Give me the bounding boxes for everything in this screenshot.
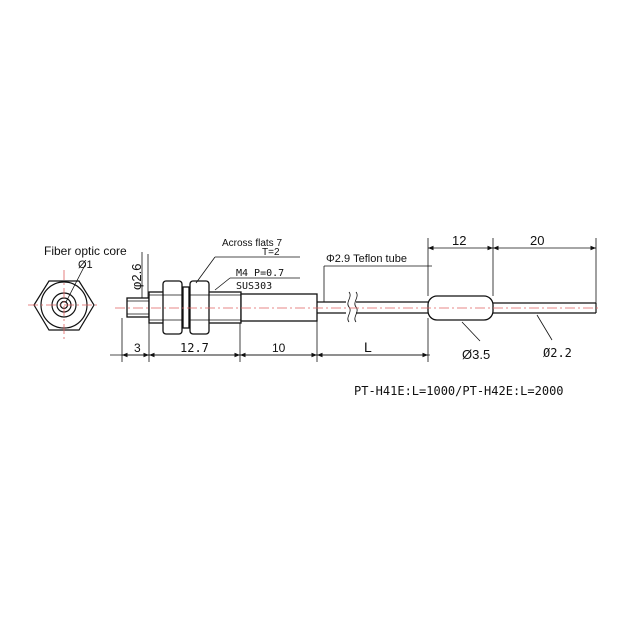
teflon-tube-label: Φ2.9 Teflon tube (326, 253, 407, 265)
dim-3: 3 (134, 341, 141, 355)
material-label: SUS303 (236, 281, 272, 292)
nut-right (189, 280, 210, 335)
smooth-sleeve (240, 293, 318, 322)
hex-outline (33, 280, 95, 331)
fiber-core-label: Fiber optic core (44, 244, 127, 258)
thread-spec-label: M4 P=0.7 (236, 268, 284, 279)
core-dia-label: Ø1 (78, 259, 93, 271)
washer (182, 286, 190, 329)
dim-12: 12 (452, 233, 466, 248)
dim-10: 10 (272, 341, 286, 355)
thickness-label: T=2 (262, 247, 280, 258)
sleeve-dia-label: Ø3.5 (462, 347, 490, 362)
across-flats-label: Across flats 7 (222, 238, 282, 249)
cable-dia-label: Ø2.2 (543, 346, 572, 360)
model-lengths-label: PT-H41E:L=1000/PT-H42E:L=2000 (354, 384, 564, 398)
thread-dia-label: φ2.6 (129, 263, 144, 290)
dim-L: L (364, 339, 372, 355)
break-mark (347, 291, 351, 323)
dim-12-7: 12.7 (180, 341, 209, 355)
end-view: Fiber optic core Ø1 (28, 244, 127, 342)
dim-20: 20 (530, 233, 544, 248)
core-leader (65, 264, 86, 303)
side-view: φ2.6 Across flats 7 T=2 M4 P=0.7 SUS303 … (110, 233, 600, 398)
nut-left (162, 280, 183, 335)
